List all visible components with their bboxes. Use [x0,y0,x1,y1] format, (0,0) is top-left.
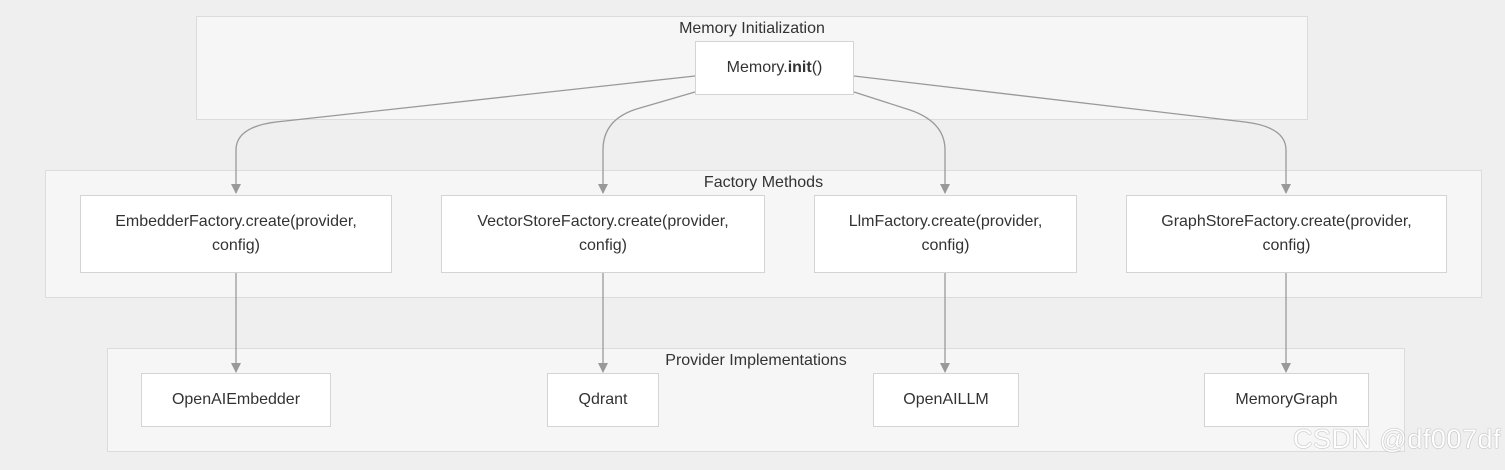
edge-init-to-embedder-factory [231,75,696,194]
node-graphstore-factory: GraphStoreFactory.create(provider, confi… [1126,195,1447,273]
node-llm-factory: LlmFactory.create(provider, config) [814,195,1077,273]
node-embedder-factory: EmbedderFactory.create(provider, config) [80,195,392,273]
node-memory-graph-label: MemoryGraph [1235,391,1338,408]
node-openai-llm: OpenAILLM [873,373,1019,427]
node-openai-llm-label: OpenAILLM [903,391,989,408]
node-embedder-factory-label: EmbedderFactory.create(provider, config) [115,213,357,254]
node-qdrant-label: Qdrant [578,391,628,408]
group-label-provider-implementations: Provider Implementations [665,352,847,369]
group-label-memory-initialization: Memory Initialization [679,20,825,37]
group-label-factory-methods: Factory Methods [703,174,824,191]
edge-init-to-graphstore-factory [853,75,1291,194]
node-graphstore-factory-label: GraphStoreFactory.create(provider, confi… [1161,213,1412,254]
edge-init-to-vectorstore-factory [598,91,696,194]
node-qdrant: Qdrant [547,373,659,427]
node-memory-graph: MemoryGraph [1204,373,1369,427]
node-openai-embedder-label: OpenAIEmbedder [171,391,301,408]
node-memory-init: Memory.init() [695,41,854,95]
edge-init-to-llm-factory [853,91,950,194]
node-vectorstore-factory: VectorStoreFactory.create(provider, conf… [441,195,765,273]
node-vectorstore-factory-label: VectorStoreFactory.create(provider, conf… [477,213,729,254]
node-openai-embedder: OpenAIEmbedder [141,373,331,427]
node-llm-factory-label: LlmFactory.create(provider, config) [848,213,1043,254]
node-memory-init-label: Memory.init() [726,59,823,76]
watermark: CSDN @df007df [1293,424,1501,454]
